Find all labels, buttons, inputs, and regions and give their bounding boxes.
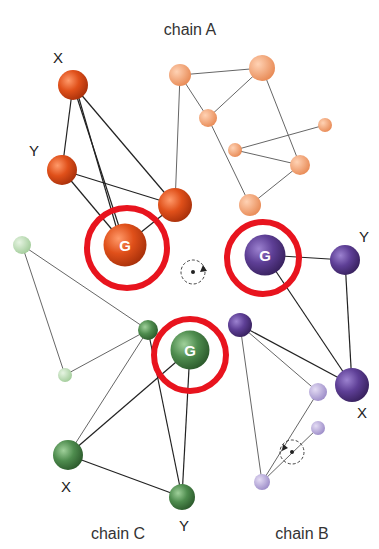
atom-spheres	[13, 55, 369, 510]
sphere	[104, 224, 147, 267]
bond-lines-light	[22, 68, 325, 482]
residue-label: Y	[359, 228, 369, 245]
sphere	[171, 331, 210, 370]
bond-lines-front	[68, 255, 352, 497]
residue-label: Y	[179, 517, 189, 534]
highlight-rings	[87, 208, 299, 391]
residue-sphere: G	[244, 234, 286, 276]
residue-label: X	[357, 404, 367, 421]
chain-label: chain C	[91, 525, 145, 543]
sphere	[245, 235, 286, 276]
residue-label: Y	[29, 142, 39, 159]
residue-label: X	[61, 478, 71, 495]
chain-label: chain B	[275, 525, 328, 543]
chain-label: chain A	[164, 21, 216, 39]
residue-label: X	[53, 49, 63, 66]
residue-label: G	[184, 342, 196, 359]
residue-sphere: G	[103, 223, 147, 267]
residue-label: G	[259, 247, 271, 264]
residue-sphere: G	[170, 330, 210, 370]
residue-label: G	[119, 237, 131, 254]
